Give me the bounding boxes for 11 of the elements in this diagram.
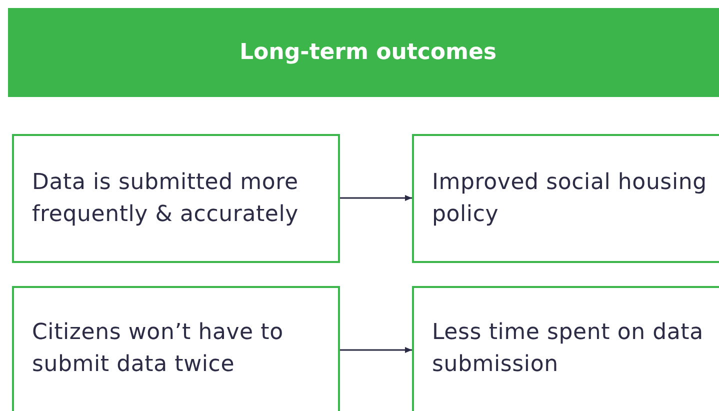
outcome-text: Improved social housing policy	[432, 168, 708, 228]
outcome-box	[412, 134, 719, 263]
outcome-box	[12, 134, 340, 263]
outcome-box	[412, 286, 719, 411]
arrow	[340, 195, 412, 201]
arrow	[340, 347, 412, 353]
outcome-text: Less time spent on data submission	[432, 319, 704, 379]
title: Long-term outcomes	[240, 40, 496, 65]
outcome-text: Data is submitted more frequently & accurately	[32, 168, 300, 228]
outcome-box	[12, 286, 340, 411]
outcome-text: Citizens won’t have to submit data twice	[32, 319, 284, 379]
